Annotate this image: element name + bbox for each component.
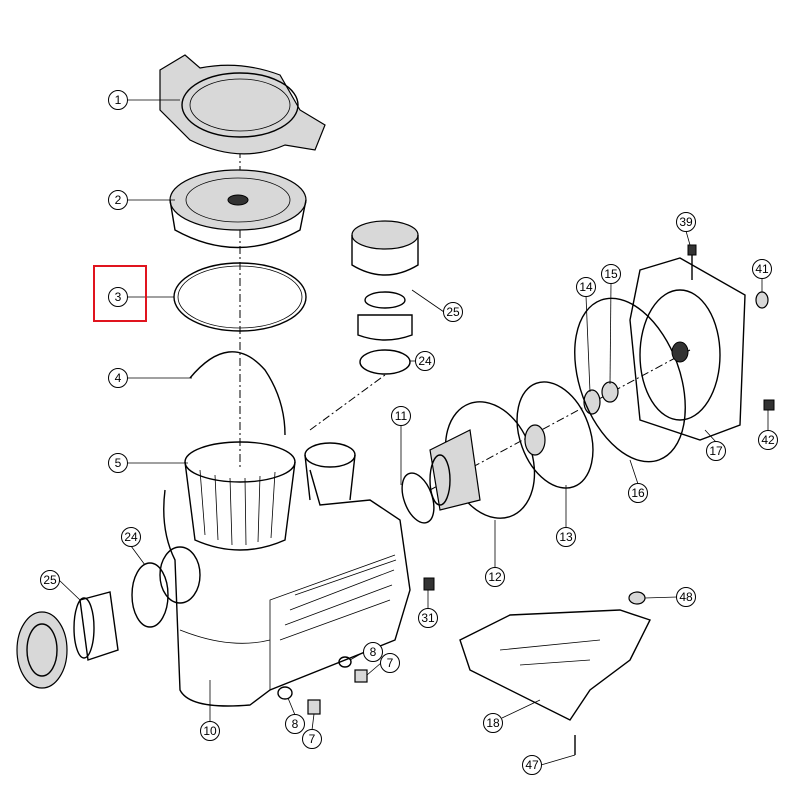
callout-48[interactable]: 48 — [676, 587, 696, 607]
callout-16[interactable]: 16 — [628, 483, 648, 503]
part-washer-41 — [755, 291, 769, 309]
callout-13[interactable]: 13 — [556, 527, 576, 547]
callout-2[interactable]: 2 — [108, 190, 128, 210]
part-plug-31 — [423, 577, 435, 591]
callout-41[interactable]: 41 — [752, 259, 772, 279]
part-drain-plug-7 — [354, 669, 368, 683]
part-drain-seal-8b — [277, 686, 293, 700]
part-union-left — [16, 591, 119, 689]
callout-7-right[interactable]: 7 — [380, 653, 400, 673]
callout-11[interactable]: 11 — [391, 406, 411, 426]
callout-3[interactable]: 3 — [108, 287, 128, 307]
part-rubber-foot-48 — [628, 591, 646, 605]
part-drain-plug-7b — [307, 699, 321, 715]
part-strainer-basket — [184, 441, 296, 551]
callout-5[interactable]: 5 — [108, 453, 128, 473]
leader-lines — [58, 99, 769, 766]
callout-47[interactable]: 47 — [522, 755, 542, 775]
callout-1[interactable]: 1 — [108, 90, 128, 110]
callout-14[interactable]: 14 — [576, 277, 596, 297]
part-seal-plate — [629, 257, 746, 441]
callout-25-top[interactable]: 25 — [443, 302, 463, 322]
callout-24-left[interactable]: 24 — [121, 527, 141, 547]
part-bolt-39 — [687, 244, 697, 256]
callout-12[interactable]: 12 — [485, 567, 505, 587]
part-pump-housing — [159, 442, 411, 707]
highlight-box-part-3 — [93, 265, 147, 322]
callout-18[interactable]: 18 — [483, 713, 503, 733]
part-drain-seal-8 — [338, 656, 352, 668]
part-basket-handle — [189, 351, 286, 436]
part-motor-base — [459, 609, 651, 721]
part-impeller — [516, 381, 594, 489]
callout-24-top[interactable]: 24 — [415, 351, 435, 371]
callout-10[interactable]: 10 — [200, 721, 220, 741]
callout-15[interactable]: 15 — [601, 264, 621, 284]
callout-17[interactable]: 17 — [706, 441, 726, 461]
callout-31[interactable]: 31 — [418, 608, 438, 628]
callout-4[interactable]: 4 — [108, 368, 128, 388]
part-o-ring-left — [131, 562, 169, 628]
part-lid — [159, 54, 326, 155]
part-bolt-42 — [763, 399, 775, 411]
part-union-top — [351, 220, 419, 341]
union-axis — [309, 374, 386, 431]
callout-8-bottom[interactable]: 8 — [285, 714, 305, 734]
part-mechanical-seal — [583, 389, 601, 415]
part-diffuser — [429, 401, 536, 519]
part-basket-cover — [169, 169, 307, 249]
part-o-ring-top — [359, 349, 411, 375]
callout-42[interactable]: 42 — [758, 430, 778, 450]
part-seal-seat — [601, 381, 619, 403]
callout-25-left[interactable]: 25 — [40, 570, 60, 590]
callout-39[interactable]: 39 — [676, 212, 696, 232]
part-seal-plate-o-ring — [574, 297, 686, 463]
callout-8-right[interactable]: 8 — [363, 642, 383, 662]
callout-7-bottom[interactable]: 7 — [302, 729, 322, 749]
